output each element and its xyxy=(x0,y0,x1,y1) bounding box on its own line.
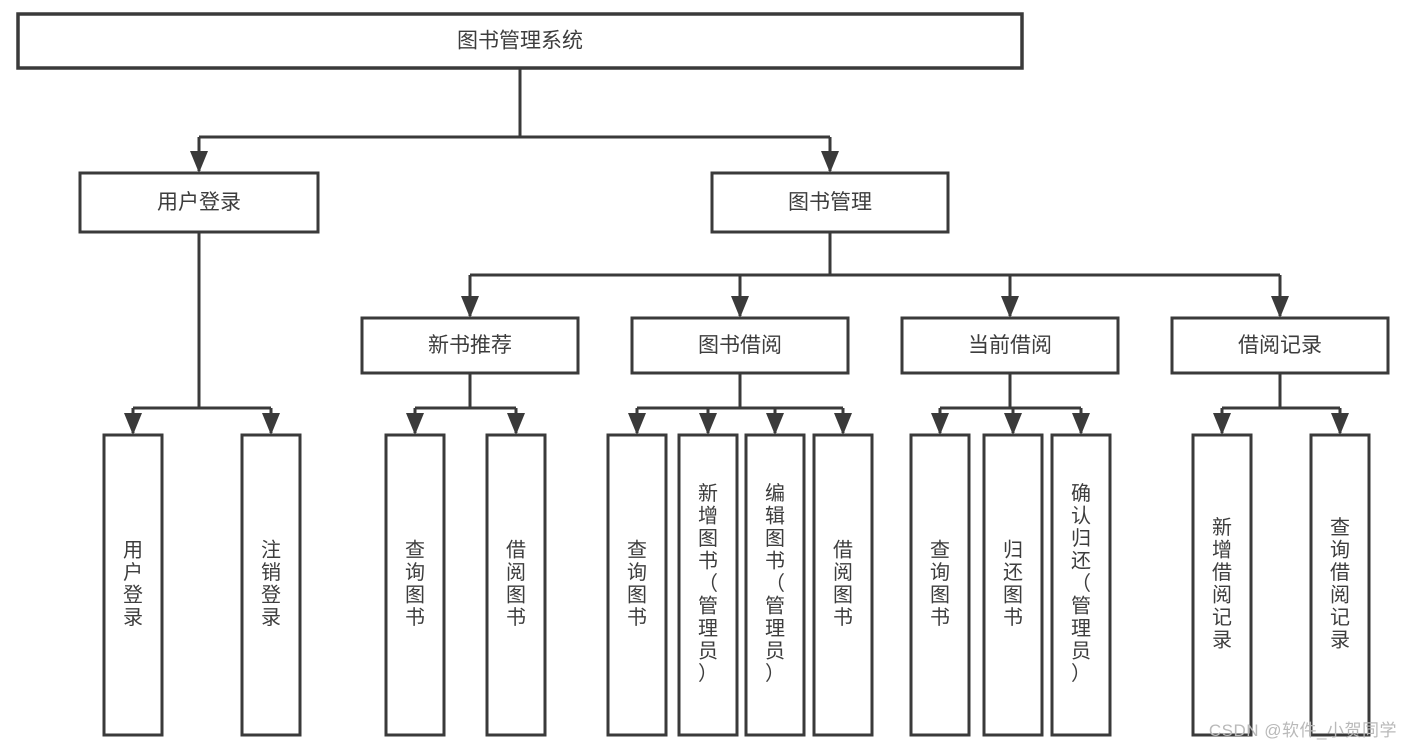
node-root[interactable]: 图书管理系统 xyxy=(16,12,1024,70)
node-level2-2-box[interactable] xyxy=(900,316,1120,375)
node-level2-1-label: 图书借阅 xyxy=(698,334,782,357)
arrow-head-icon xyxy=(461,296,479,318)
node-leaf-1-box[interactable] xyxy=(240,433,302,737)
node-leaf-7[interactable]: 借阅图书 xyxy=(812,433,874,737)
node-leaf-4[interactable]: 查询图书 xyxy=(606,433,668,737)
node-leaf-12[interactable]: 查询借阅记录 xyxy=(1309,433,1371,737)
node-root-box[interactable] xyxy=(16,12,1024,70)
arrow-head-icon xyxy=(190,151,208,173)
node-leaf-9-label: 归还图书 xyxy=(1003,539,1023,630)
node-level1-0-label: 用户登录 xyxy=(157,191,241,214)
arrow-head-icon xyxy=(1072,413,1090,435)
node-leaf-8-box[interactable] xyxy=(909,433,971,737)
node-layer: 图书管理系统用户登录图书管理新书推荐图书借阅当前借阅借阅记录用户登录注销登录查询… xyxy=(16,12,1390,737)
node-leaf-12-box[interactable] xyxy=(1309,433,1371,737)
node-level2-3-label: 借阅记录 xyxy=(1238,334,1322,357)
node-leaf-1-label: 注销登录 xyxy=(261,539,281,630)
node-leaf-0-box[interactable] xyxy=(102,433,164,737)
node-leaf-3-label: 借阅图书 xyxy=(506,539,526,630)
node-leaf-6[interactable]: 编辑图书（管理员） xyxy=(744,433,806,737)
node-level1-1-label: 图书管理 xyxy=(788,191,872,214)
arrow-head-icon xyxy=(628,413,646,435)
csdn-watermark: CSDN @软件_小贺同学 xyxy=(1208,721,1397,740)
node-leaf-6-label: 编辑图书（管理员） xyxy=(765,482,785,685)
node-level1-0[interactable]: 用户登录 xyxy=(78,171,320,234)
node-leaf-9[interactable]: 归还图书 xyxy=(982,433,1044,737)
node-leaf-9-box[interactable] xyxy=(982,433,1044,737)
node-leaf-8[interactable]: 查询图书 xyxy=(909,433,971,737)
node-leaf-2-box[interactable] xyxy=(384,433,446,737)
node-level2-1-box[interactable] xyxy=(630,316,850,375)
arrow-head-icon xyxy=(1213,413,1231,435)
arrow-head-icon xyxy=(1004,413,1022,435)
connector-layer xyxy=(124,68,1349,435)
arrow-head-icon xyxy=(931,413,949,435)
node-leaf-0-label: 用户登录 xyxy=(123,540,143,630)
node-leaf-11[interactable]: 新增借阅记录 xyxy=(1191,433,1253,737)
arrow-head-icon xyxy=(834,413,852,435)
arrow-head-icon xyxy=(1331,413,1349,435)
node-leaf-4-label: 查询图书 xyxy=(627,539,647,630)
arrow-head-icon xyxy=(262,413,280,435)
arrow-head-icon xyxy=(766,413,784,435)
node-leaf-1[interactable]: 注销登录 xyxy=(240,433,302,737)
node-leaf-10-box[interactable] xyxy=(1050,433,1112,737)
node-level2-0-box[interactable] xyxy=(360,316,580,375)
node-level2-3[interactable]: 借阅记录 xyxy=(1170,316,1390,375)
node-level2-0[interactable]: 新书推荐 xyxy=(360,316,580,375)
node-leaf-0[interactable]: 用户登录 xyxy=(102,433,164,737)
node-level2-3-box[interactable] xyxy=(1170,316,1390,375)
arrow-head-icon xyxy=(699,413,717,435)
node-leaf-5-label: 新增图书（管理员） xyxy=(698,482,718,685)
arrow-head-icon xyxy=(1271,296,1289,318)
node-leaf-5-box[interactable] xyxy=(677,433,739,737)
node-level2-1[interactable]: 图书借阅 xyxy=(630,316,850,375)
node-leaf-10-label: 确认归还（管理员） xyxy=(1071,482,1091,685)
node-level1-1[interactable]: 图书管理 xyxy=(710,171,950,234)
arrow-head-icon xyxy=(124,413,142,435)
arrow-head-icon xyxy=(507,413,525,435)
node-level2-2[interactable]: 当前借阅 xyxy=(900,316,1120,375)
node-leaf-2-label: 查询图书 xyxy=(405,539,425,630)
node-leaf-12-label: 查询借阅记录 xyxy=(1330,516,1350,652)
node-leaf-6-box[interactable] xyxy=(744,433,806,737)
node-leaf-3-box[interactable] xyxy=(485,433,547,737)
node-leaf-11-box[interactable] xyxy=(1191,433,1253,737)
node-level2-2-label: 当前借阅 xyxy=(968,334,1052,357)
node-leaf-11-label: 新增借阅记录 xyxy=(1212,516,1232,652)
node-leaf-5[interactable]: 新增图书（管理员） xyxy=(677,433,739,737)
node-level2-0-label: 新书推荐 xyxy=(428,334,512,357)
node-level1-0-box[interactable] xyxy=(78,171,320,234)
node-leaf-2[interactable]: 查询图书 xyxy=(384,433,446,737)
arrow-head-icon xyxy=(821,151,839,173)
node-level1-1-box[interactable] xyxy=(710,171,950,234)
arrow-head-icon xyxy=(406,413,424,435)
node-root-label: 图书管理系统 xyxy=(457,30,583,53)
node-leaf-8-label: 查询图书 xyxy=(930,539,950,630)
node-leaf-3[interactable]: 借阅图书 xyxy=(485,433,547,737)
arrow-head-icon xyxy=(1001,296,1019,318)
node-leaf-7-box[interactable] xyxy=(812,433,874,737)
node-leaf-4-box[interactable] xyxy=(606,433,668,737)
arrow-head-icon xyxy=(731,296,749,318)
node-leaf-7-label: 借阅图书 xyxy=(833,539,853,630)
node-leaf-10[interactable]: 确认归还（管理员） xyxy=(1050,433,1112,737)
